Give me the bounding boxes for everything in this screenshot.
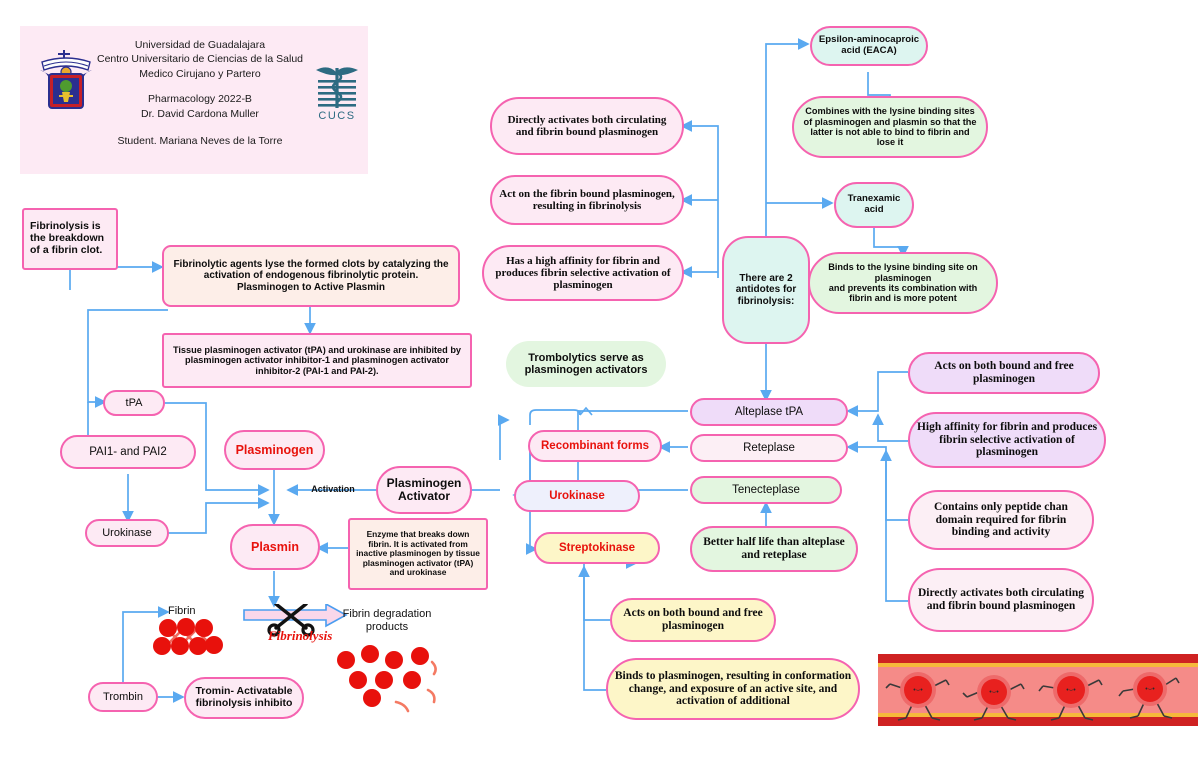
header-university: Universidad de Guadalajara <box>134 39 266 51</box>
node-tenecteplase[interactable]: Tenecteplase <box>690 476 842 504</box>
svg-text:•⌣•: •⌣• <box>1145 686 1155 693</box>
node-label: Fibrinolytic agents lyse the formed clot… <box>173 259 449 293</box>
node-label: Epsilon-aminocaproic acid (EACA) <box>818 34 920 56</box>
node-act-on-fibrin-bound[interactable]: Act on the fibrin bound plasminogen, res… <box>490 175 684 225</box>
node-label: Urokinase <box>102 526 152 539</box>
node-fibrinolytic-agents[interactable]: Fibrinolytic agents lyse the formed clot… <box>162 245 460 307</box>
node-label: Act on the fibrin bound plasminogen, res… <box>499 187 675 212</box>
node-label: Reteplase <box>743 441 795 454</box>
node-plasminogen[interactable]: Plasminogen <box>224 430 325 470</box>
node-eaca[interactable]: Epsilon-aminocaproic acid (EACA) <box>810 26 928 66</box>
node-label: Fibrinolysis is the breakdown of a fibri… <box>30 220 105 256</box>
node-tpa-urokinase-inhibited[interactable]: Tissue plasminogen activator (tPA) and u… <box>162 333 472 388</box>
node-tranexamic-acid[interactable]: Tranexamic acid <box>834 182 914 228</box>
node-better-half-life[interactable]: Better half life than alteplase and rete… <box>690 526 858 572</box>
node-label: Directly activates both circulating and … <box>507 113 667 138</box>
svg-text:•⌣•: •⌣• <box>913 687 923 694</box>
node-plasmin-enzyme-note[interactable]: Enzyme that breaks down fibrin. It is ac… <box>348 518 488 590</box>
svg-text:•⌣•: •⌣• <box>1066 687 1076 694</box>
node-label: Trombolytics serve as plasminogen activa… <box>524 351 648 376</box>
node-fibrinolysis-definition[interactable]: Fibrinolysis is the breakdown of a fibri… <box>22 208 118 270</box>
node-directly-activates-right[interactable]: Directly activates both circulating and … <box>908 568 1094 632</box>
header-course: Pharmacology 2022-B <box>148 93 252 106</box>
node-label: There are 2 antidotes for fibrinolysis: <box>735 273 797 307</box>
node-trombin[interactable]: Trombin <box>88 682 158 712</box>
node-tafi[interactable]: Tromin- Activatable fibrinolysis inhibit… <box>184 677 304 719</box>
fibrinolysis-scissors-arrow-icon <box>243 604 348 637</box>
node-high-affinity-fibrin[interactable]: Has a high affinity for fibrin and produ… <box>482 245 684 301</box>
header-student: Student. Mariana Neves de la Torre <box>117 135 283 148</box>
node-urokinase-mid[interactable]: Urokinase <box>514 480 640 512</box>
fibrin-degradation-products-icon <box>337 645 437 713</box>
header-text: Universidad de Guadalajara Centro Univer… <box>86 38 314 149</box>
node-label: PAI1- and PAI2 <box>89 445 167 458</box>
node-plasmin[interactable]: Plasmin <box>230 524 320 570</box>
fibrinolysis-arrow-label: Fibrinolysis <box>268 628 333 643</box>
node-label: Tenecteplase <box>732 483 800 496</box>
node-label: tPA <box>125 396 143 409</box>
node-label: Contains only peptide chan domain requir… <box>934 500 1068 539</box>
node-label: Enzyme that breaks down fibrin. It is ac… <box>356 529 480 578</box>
node-label: Plasminogen Activator <box>386 475 462 503</box>
node-label: Tranexamic acid <box>847 193 901 215</box>
node-label: Acts on both bound and free plasminogen <box>934 360 1074 385</box>
node-acts-bound-free-strep[interactable]: Acts on both bound and free plasminogen <box>610 598 776 642</box>
node-label: Directly activates both circulating and … <box>918 587 1084 612</box>
node-label: Streptokinase <box>558 541 636 554</box>
node-urokinase-left[interactable]: Urokinase <box>85 519 169 547</box>
cucs-label: CUCS <box>318 110 355 122</box>
header-professor: Dr. David Cardona Muller <box>141 107 259 120</box>
node-label: Alteplase tPA <box>734 405 804 418</box>
node-plasminogen-activator[interactable]: Plasminogen Activator <box>376 466 472 514</box>
node-label: Plasminogen <box>235 443 314 457</box>
node-label: Trombin <box>103 690 143 703</box>
node-label: Plasmin <box>251 540 299 554</box>
node-label: Tromin- Activatable fibrinolysis inhibit… <box>195 685 293 709</box>
node-two-antidotes[interactable]: There are 2 antidotes for fibrinolysis: <box>722 236 810 344</box>
cucs-caduceus-logo: CUCS <box>316 67 358 122</box>
title-header: Universidad de Guadalajara Centro Univer… <box>20 26 368 174</box>
node-alteplase[interactable]: Alteplase tPA <box>690 398 848 426</box>
node-label: Acts on both bound and free plasminogen <box>623 607 763 632</box>
node-label: Combines with the lysine binding sites o… <box>803 106 977 148</box>
node-peptide-chain[interactable]: Contains only peptide chan domain requir… <box>908 490 1094 550</box>
node-reteplase[interactable]: Reteplase <box>690 434 848 462</box>
node-tpa[interactable]: tPA <box>103 390 165 416</box>
node-label: Has a high affinity for fibrin and produ… <box>495 254 671 292</box>
activation-label: Activation <box>311 484 355 494</box>
header-program: Medico Cirujano y Partero <box>139 67 261 80</box>
fibrin-label: Fibrin <box>168 605 196 617</box>
svg-text:•⌣•: •⌣• <box>989 689 999 696</box>
node-label: Recombinant forms <box>541 439 649 452</box>
node-trombolytics-serve[interactable]: Trombolytics serve as plasminogen activa… <box>506 341 666 387</box>
node-directly-activates-top[interactable]: Directly activates both circulating and … <box>490 97 684 155</box>
node-label: Binds to plasminogen, resulting in confo… <box>614 669 852 708</box>
node-pai1-pai2[interactable]: PAI1- and PAI2 <box>60 435 196 469</box>
node-streptokinase[interactable]: Streptokinase <box>534 532 660 564</box>
fibrin-degradation-products-label: Fibrin degradation products <box>342 608 432 634</box>
node-recombinant-forms[interactable]: Recombinant forms <box>528 430 662 462</box>
node-label: Better half life than alteplase and rete… <box>703 536 845 561</box>
udg-coat-of-arms-logo <box>40 50 92 109</box>
node-binds-plasminogen-strep[interactable]: Binds to plasminogen, resulting in confo… <box>606 658 860 720</box>
node-label: Binds to the lysine binding site on plas… <box>828 262 978 304</box>
node-label: High affinity for fibrin and produces fi… <box>916 420 1098 459</box>
node-tranexamic-detail[interactable]: Binds to the lysine binding site on plas… <box>808 252 998 314</box>
node-acts-bound-free-right[interactable]: Acts on both bound and free plasminogen <box>908 352 1100 394</box>
header-center: Centro Universitario de Ciencias de la S… <box>96 53 304 66</box>
node-high-affinity-right[interactable]: High affinity for fibrin and produces fi… <box>908 412 1106 468</box>
fibrin-clot-icon <box>153 618 223 655</box>
node-label: Urokinase <box>549 489 605 502</box>
vessel-svg: •⌣• •⌣• <box>878 650 1198 732</box>
node-label: Tissue plasminogen activator (tPA) and u… <box>172 345 462 376</box>
red-blood-cells-in-vessel-illustration: •⌣• •⌣• <box>878 650 1198 732</box>
node-eaca-detail[interactable]: Combines with the lysine binding sites o… <box>792 96 988 158</box>
